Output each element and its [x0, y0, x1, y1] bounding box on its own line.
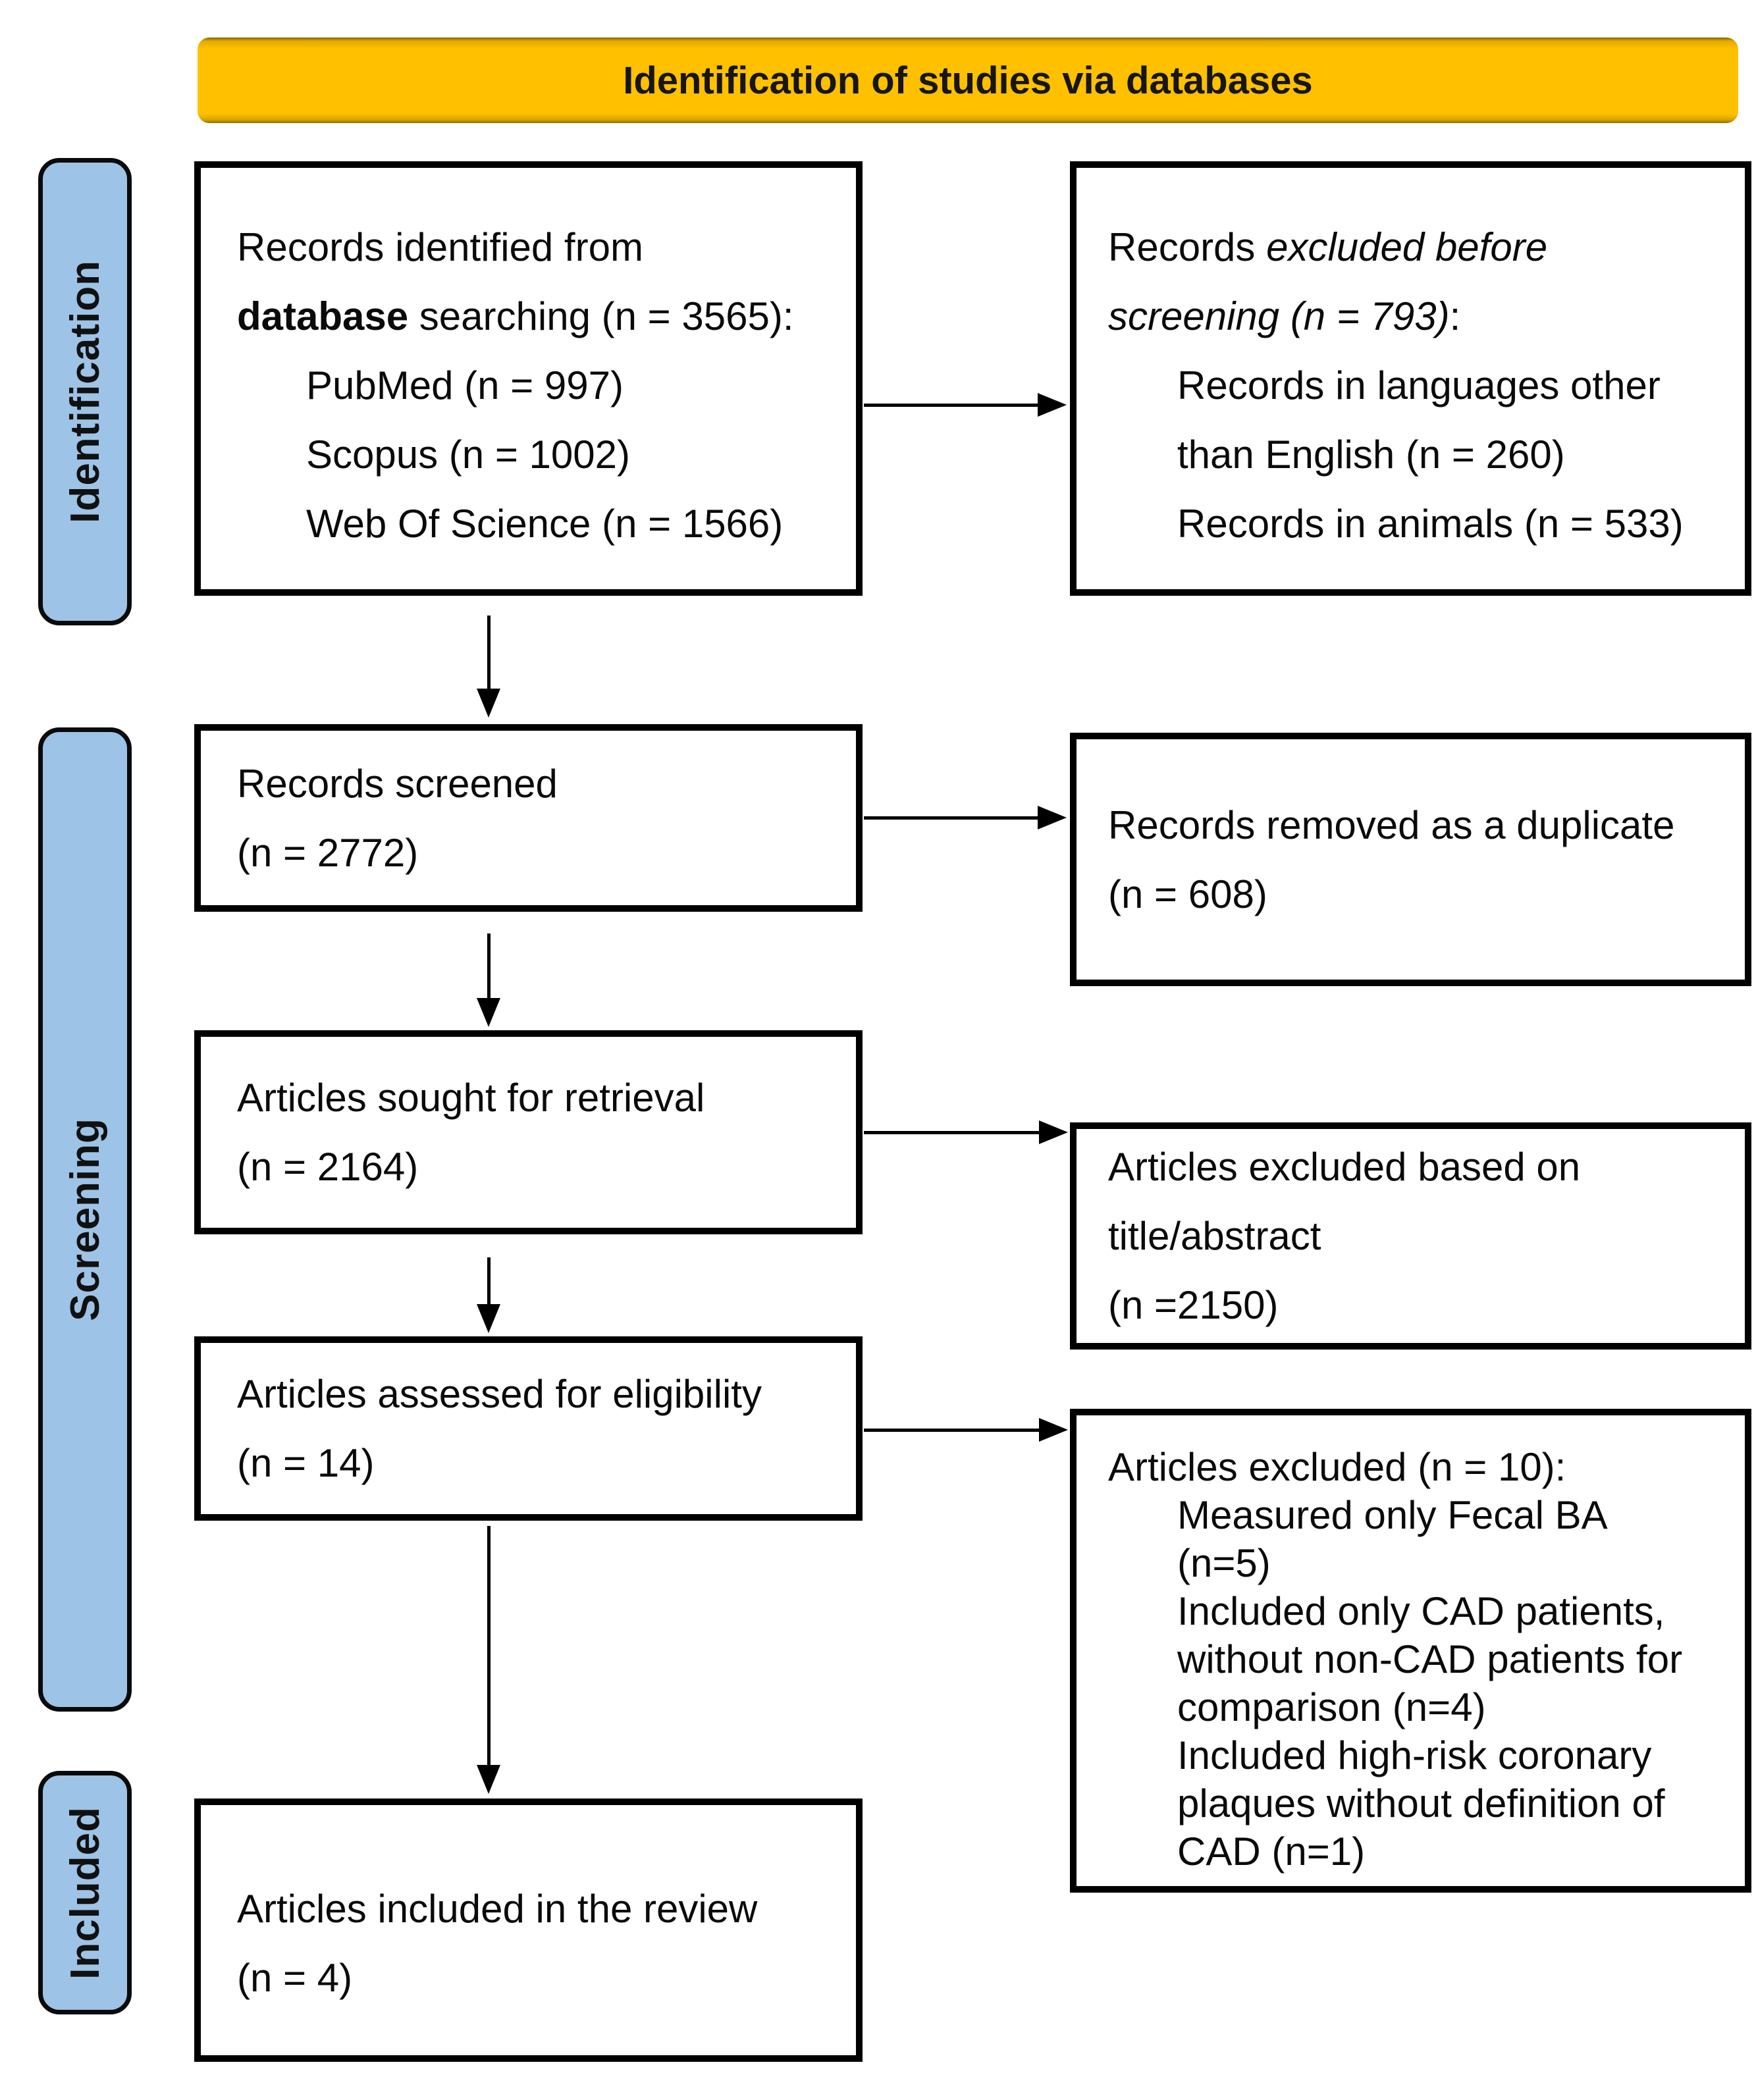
- arrow-identified-to-excluded-before-screening: [864, 393, 1067, 417]
- stage-bar-screening: Screening: [38, 727, 132, 1712]
- box-records-identified: Records identified from database searchin…: [194, 161, 863, 596]
- box-text-line: Records removed as a duplicate: [1108, 802, 1675, 847]
- box-text-line: Articles excluded based on: [1108, 1145, 1581, 1189]
- box-text-line: Articles assessed for eligibility: [237, 1372, 762, 1416]
- box-text-line: Records identified from: [237, 225, 643, 269]
- stage-label-included: Included: [62, 1806, 108, 1980]
- box-text-line: Records excluded before: [1108, 225, 1548, 269]
- box-text-line: comparison (n=4): [1177, 1685, 1486, 1729]
- box-text-line: Articles excluded (n = 10):: [1108, 1445, 1566, 1489]
- box-records-screened: Records screened (n = 2772): [194, 724, 863, 912]
- box-text-line: plaques without definition of: [1177, 1781, 1665, 1825]
- box-text-line: than English (n = 260): [1177, 433, 1565, 477]
- arrow-identified-to-screened: [477, 616, 500, 718]
- box-text-line: (n=5): [1177, 1541, 1271, 1585]
- box-text-line: (n =2150): [1108, 1283, 1279, 1327]
- stage-bar-included: Included: [38, 1771, 132, 2014]
- box-text-line: PubMed (n = 997): [306, 363, 624, 407]
- box-records-removed-duplicate: Records removed as a duplicate (n = 608): [1070, 733, 1751, 986]
- arrow-assessed-to-included: [477, 1526, 500, 1794]
- box-text-line: screening (n = 793):: [1108, 294, 1461, 338]
- stage-label-screening: Screening: [62, 1118, 108, 1321]
- box-text-line: Records in languages other: [1177, 363, 1661, 407]
- box-text-line: Articles included in the review: [237, 1887, 758, 1931]
- arrow-sought-to-assessed: [477, 1257, 500, 1333]
- arrow-assessed-to-excluded-full: [864, 1418, 1068, 1442]
- box-text-line: (n = 608): [1108, 872, 1267, 916]
- box-articles-included: Articles included in the review (n = 4): [194, 1798, 863, 2062]
- box-text-line: Measured only Fecal BA: [1177, 1493, 1608, 1537]
- box-text-line: Web Of Science (n = 1566): [306, 502, 784, 546]
- box-text-line: database searching (n = 3565):: [237, 294, 794, 338]
- box-text-line: Articles sought for retrieval: [237, 1076, 705, 1120]
- box-text-line: Included only CAD patients,: [1177, 1589, 1665, 1633]
- arrow-screened-to-duplicates: [864, 806, 1067, 829]
- box-text-line: (n = 2772): [237, 830, 419, 875]
- box-text-line: (n = 14): [237, 1441, 375, 1485]
- box-text-line: without non-CAD patients for: [1177, 1637, 1683, 1681]
- box-articles-excluded-title-abstract: Articles excluded based on title/abstract…: [1070, 1122, 1751, 1350]
- box-text-line: Records in animals (n = 533): [1177, 502, 1684, 546]
- box-text-line: (n = 4): [237, 1956, 353, 2000]
- stage-label-identification: Identification: [62, 260, 108, 523]
- box-articles-assessed: Articles assessed for eligibility (n = 14…: [194, 1336, 863, 1521]
- box-text-line: Scopus (n = 1002): [306, 433, 630, 477]
- banner-identification-via-databases: Identification of studies via databases: [198, 38, 1738, 123]
- arrow-sought-to-excluded-title-abstract: [864, 1120, 1068, 1144]
- stage-bar-identification: Identification: [38, 158, 132, 625]
- box-text-line: Included high-risk coronary: [1177, 1733, 1652, 1777]
- banner-title: Identification of studies via databases: [623, 59, 1313, 102]
- box-text-line: CAD (n=1): [1177, 1829, 1366, 1874]
- arrow-screened-to-sought: [477, 933, 500, 1027]
- box-text-line: (n = 2164): [237, 1145, 419, 1189]
- box-articles-sought: Articles sought for retrieval (n = 2164): [194, 1030, 863, 1234]
- box-records-excluded-before-screening: Records excluded before screening (n = 79…: [1070, 161, 1751, 596]
- box-articles-excluded-full: Articles excluded (n = 10):Measured only…: [1070, 1409, 1751, 1893]
- box-text-line: title/abstract: [1108, 1214, 1321, 1258]
- box-text-line: Records screened: [237, 761, 558, 806]
